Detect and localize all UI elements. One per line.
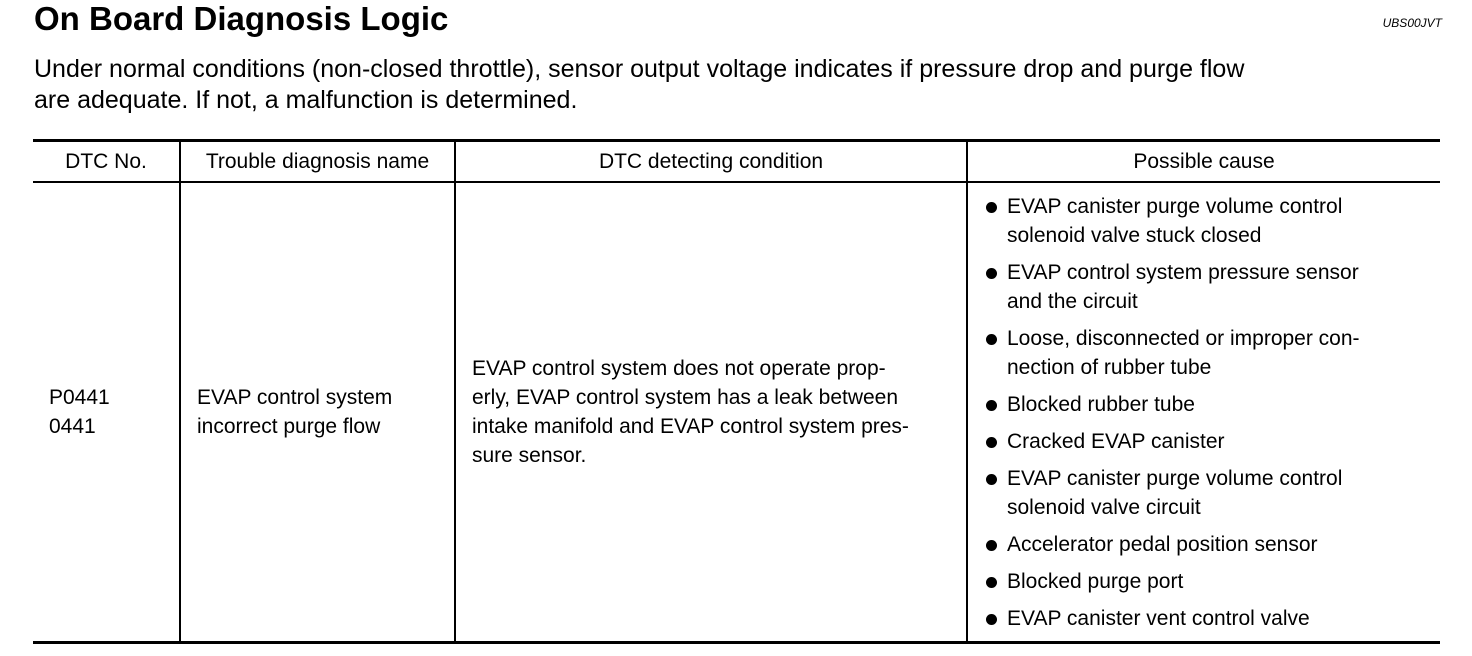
diagnosis-name-line: incorrect purge flow: [197, 415, 381, 438]
cause-line: nection of rubber tube: [1007, 355, 1212, 379]
diagnosis-name-line: EVAP control system: [197, 386, 393, 409]
dtc-code: P0441: [49, 386, 110, 409]
bullet-icon: [986, 473, 997, 485]
list-item: Accelerator pedal position sensor: [984, 530, 1440, 559]
bullet-icon: [986, 267, 997, 279]
intro-paragraph: Under normal conditions (non-closed thro…: [34, 54, 1444, 116]
table-header-row: DTC No. Trouble diagnosis name DTC detec…: [33, 139, 1440, 183]
cause-line: Blocked rubber tube: [1007, 392, 1195, 416]
cause-line: Blocked purge port: [1007, 569, 1184, 593]
cause-line: EVAP control system pressure sensor: [1007, 260, 1359, 284]
cause-line: EVAP canister purge volume control: [1007, 466, 1343, 490]
cause-line: Cracked EVAP canister: [1007, 429, 1225, 453]
cause-line: Accelerator pedal position sensor: [1007, 532, 1318, 556]
list-item: Loose, disconnected or improper con- nec…: [984, 324, 1440, 382]
bullet-icon: [986, 539, 997, 551]
intro-line: are adequate. If not, a malfunction is d…: [34, 86, 578, 114]
condition-line: sure sensor.: [472, 444, 587, 467]
bullet-icon: [986, 613, 997, 625]
table-row: P0441 0441 EVAP control system incorrect…: [33, 182, 1440, 644]
cause-line: EVAP canister purge volume control: [1007, 194, 1343, 218]
list-item: Blocked rubber tube: [984, 390, 1440, 419]
list-item: EVAP canister purge volume control solen…: [984, 464, 1440, 522]
cause-line: solenoid valve circuit: [1007, 495, 1201, 519]
page-title: On Board Diagnosis Logic: [34, 0, 449, 37]
bullet-icon: [986, 576, 997, 588]
possible-cause-list: EVAP canister purge volume control solen…: [984, 192, 1440, 633]
list-item: EVAP control system pressure sensor and …: [984, 258, 1440, 316]
list-item: EVAP canister vent control valve: [984, 604, 1440, 633]
cause-line: solenoid valve stuck closed: [1007, 223, 1262, 247]
cause-line: EVAP canister vent control valve: [1007, 606, 1310, 630]
cause-line: and the circuit: [1007, 289, 1138, 313]
column-header-diagnosis-name: Trouble diagnosis name: [179, 139, 455, 183]
column-header-detecting-condition: DTC detecting condition: [454, 139, 967, 183]
column-header-possible-cause: Possible cause: [966, 139, 1440, 183]
bullet-icon: [986, 399, 997, 411]
intro-line: Under normal conditions (non-closed thro…: [34, 55, 1245, 83]
dtc-code: 0441: [49, 415, 96, 438]
cause-line: Loose, disconnected or improper con-: [1007, 326, 1360, 350]
dtc-table: DTC No. Trouble diagnosis name DTC detec…: [33, 139, 1440, 644]
cell-diagnosis-name: EVAP control system incorrect purge flow: [179, 182, 455, 644]
condition-line: erly, EVAP control system has a leak bet…: [472, 386, 899, 409]
column-header-dtc-no: DTC No.: [33, 139, 180, 183]
condition-line: intake manifold and EVAP control system …: [472, 415, 909, 438]
bullet-icon: [986, 333, 997, 345]
document-id: UBS00JVT: [1382, 16, 1442, 30]
bullet-icon: [986, 201, 997, 213]
list-item: Blocked purge port: [984, 567, 1440, 596]
cell-dtc-no: P0441 0441: [33, 182, 180, 644]
list-item: EVAP canister purge volume control solen…: [984, 192, 1440, 250]
bullet-icon: [986, 436, 997, 448]
cell-possible-cause: EVAP canister purge volume control solen…: [966, 182, 1440, 644]
condition-line: EVAP control system does not operate pro…: [472, 357, 886, 380]
cell-detecting-condition: EVAP control system does not operate pro…: [454, 182, 967, 644]
list-item: Cracked EVAP canister: [984, 427, 1440, 456]
